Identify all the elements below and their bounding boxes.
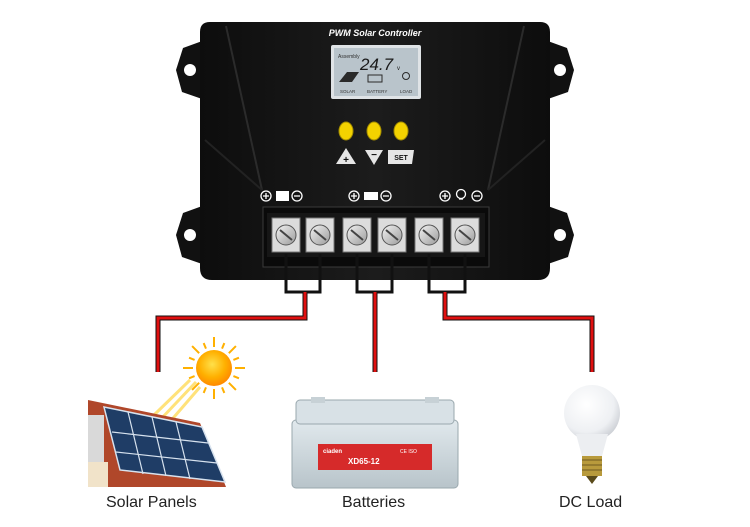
wire-solar-positive xyxy=(158,292,305,372)
button-minus[interactable] xyxy=(367,122,381,140)
sun-ray xyxy=(204,343,206,349)
bulb-device xyxy=(564,385,620,484)
lcd-top-left-text: Assembly xyxy=(338,54,360,60)
battery-model: XD65-12 xyxy=(348,457,380,466)
set-symbol: SET xyxy=(394,155,408,162)
solar-panel-icon xyxy=(276,191,289,201)
plus-symbol: + xyxy=(343,155,349,166)
sun-ray xyxy=(189,376,195,378)
lcd-voltage-reading: 24.7 xyxy=(359,55,394,74)
terminal-screw-6 xyxy=(451,218,479,252)
caption-solar-panels: Solar Panels xyxy=(106,494,197,512)
sun-ray xyxy=(222,387,224,393)
terminal-screw-2 xyxy=(306,218,334,252)
terminal-screw-1 xyxy=(272,218,300,252)
caption-batteries: Batteries xyxy=(342,494,405,512)
button-set[interactable] xyxy=(394,122,408,140)
battery-cert: CE ISO xyxy=(400,449,417,455)
sun-ray xyxy=(204,387,206,393)
caption-dc-load: DC Load xyxy=(559,494,622,512)
terminal-screw-5 xyxy=(415,218,443,252)
sun-ray xyxy=(222,343,224,349)
sun-ray xyxy=(229,383,236,390)
lcd-label-battery: BATTERY xyxy=(367,89,387,94)
terminal-screw-3 xyxy=(343,218,371,252)
battery-icon xyxy=(364,192,378,200)
sun-ray xyxy=(189,358,195,360)
battery-device: ciaden XD65-12 CE ISO xyxy=(292,397,458,488)
battery-brand: ciaden xyxy=(323,449,342,455)
brand-label: PWM Solar Controller xyxy=(329,28,422,38)
sun-icon xyxy=(154,337,245,424)
sun-ray xyxy=(192,346,199,353)
terminal-screw-4 xyxy=(378,218,406,252)
lcd-unit: v xyxy=(397,66,400,72)
charge-controller: PWM Solar Controller Assembly 24.7 v SOL… xyxy=(176,22,574,280)
sun-ray xyxy=(233,376,239,378)
wire-load-core xyxy=(445,292,592,372)
minus-symbol: − xyxy=(371,150,377,161)
lcd-label-load: LOAD xyxy=(400,89,413,94)
wire-load xyxy=(445,292,592,372)
sun-ray xyxy=(229,346,236,353)
lcd-label-solar: SOLAR xyxy=(340,89,356,94)
button-plus[interactable] xyxy=(339,122,353,140)
wire-solar-positive-core xyxy=(158,292,305,372)
sun-ray xyxy=(233,358,239,360)
lcd-display: Assembly 24.7 v SOLAR BATTERY LOAD xyxy=(331,45,421,99)
